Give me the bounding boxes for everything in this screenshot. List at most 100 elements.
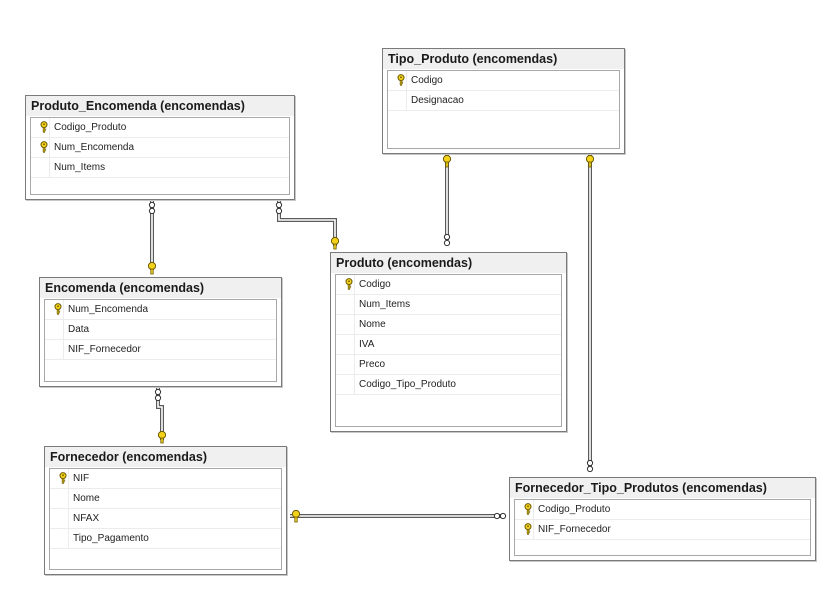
- column-name: NIF: [73, 473, 90, 484]
- cell-divider: [68, 529, 69, 548]
- primary-key-icon: [342, 275, 356, 294]
- column-row[interactable]: Nome: [50, 489, 281, 509]
- cell-divider: [63, 320, 64, 339]
- one-end-key-icon: [585, 154, 595, 168]
- column-name: Codigo: [359, 279, 391, 290]
- column-name: Num_Encomenda: [54, 142, 135, 153]
- column-row[interactable]: Codigo: [336, 275, 561, 295]
- many-end-infinity-icon: [148, 201, 156, 215]
- column-name: Codigo_Produto: [538, 504, 611, 515]
- empty-new-row[interactable]: [515, 540, 810, 559]
- empty-new-row[interactable]: [45, 360, 276, 379]
- column-row[interactable]: Num_Encomenda: [31, 138, 289, 158]
- column-row[interactable]: NFAX: [50, 509, 281, 529]
- primary-key-icon: [521, 520, 535, 539]
- column-row[interactable]: NIF_Fornecedor: [515, 520, 810, 540]
- primary-key-icon: [37, 138, 51, 157]
- many-end-infinity-icon: [443, 233, 451, 247]
- relationship-fornecedor-tipo-produtos-to-fornecedor[interactable]: [290, 509, 507, 523]
- column-name: IVA: [359, 339, 375, 350]
- cell-divider: [354, 315, 355, 334]
- primary-key-icon: [51, 300, 65, 319]
- table-title: Fornecedor_Tipo_Produtos (encomendas): [510, 478, 815, 498]
- cell-divider: [406, 91, 407, 110]
- column-name: Codigo_Tipo_Produto: [359, 379, 456, 390]
- column-row[interactable]: IVA: [336, 335, 561, 355]
- column-row[interactable]: Nome: [336, 315, 561, 335]
- one-end-key-icon: [442, 154, 452, 168]
- table-title: Tipo_Produto (encomendas): [383, 49, 624, 69]
- column-row[interactable]: NIF_Fornecedor: [45, 340, 276, 360]
- cell-divider: [68, 469, 69, 488]
- primary-key-icon: [521, 500, 535, 519]
- one-end-key-icon: [330, 236, 340, 250]
- cell-divider: [406, 71, 407, 90]
- column-name: Num_Items: [359, 299, 411, 310]
- cell-divider: [68, 509, 69, 528]
- column-row[interactable]: Designacao: [388, 91, 619, 111]
- cell-divider: [354, 275, 355, 294]
- relationship-produto-encomenda-to-encomenda[interactable]: [147, 198, 157, 275]
- many-end-infinity-icon: [154, 388, 162, 402]
- cell-divider: [354, 375, 355, 394]
- column-name: Tipo_Pagamento: [73, 533, 149, 544]
- one-end-key-icon: [291, 509, 301, 523]
- one-end-key-icon: [147, 261, 157, 275]
- column-row[interactable]: Data: [45, 320, 276, 340]
- cell-divider: [63, 340, 64, 359]
- column-row[interactable]: Tipo_Pagamento: [50, 529, 281, 549]
- primary-key-icon: [56, 469, 70, 488]
- column-name: Data: [68, 324, 90, 335]
- cell-divider: [63, 300, 64, 319]
- many-end-infinity-icon: [493, 512, 507, 520]
- empty-new-row[interactable]: [336, 395, 561, 414]
- column-name: NIF_Fornecedor: [538, 524, 611, 535]
- cell-divider: [49, 158, 50, 177]
- table-fornecedor-tipo-produtos[interactable]: Fornecedor_Tipo_Produtos (encomendas)Cod…: [509, 477, 816, 561]
- column-row[interactable]: Num_Items: [336, 295, 561, 315]
- column-name: Nome: [359, 319, 386, 330]
- table-produto-encomenda[interactable]: Produto_Encomenda (encomendas)Codigo_Pro…: [25, 95, 295, 200]
- column-row[interactable]: Codigo_Produto: [515, 500, 810, 520]
- relationship-encomenda-to-fornecedor[interactable]: [154, 385, 167, 444]
- relationship-produto-encomenda-to-produto[interactable]: [275, 198, 340, 250]
- cell-divider: [49, 118, 50, 137]
- column-row[interactable]: Codigo_Tipo_Produto: [336, 375, 561, 395]
- column-row[interactable]: Preco: [336, 355, 561, 375]
- cell-divider: [533, 520, 534, 539]
- cell-divider: [533, 500, 534, 519]
- table-title: Produto (encomendas): [331, 253, 566, 273]
- column-row[interactable]: Codigo_Produto: [31, 118, 289, 138]
- column-row[interactable]: Num_Items: [31, 158, 289, 178]
- column-row[interactable]: NIF: [50, 469, 281, 489]
- one-end-key-icon: [157, 430, 167, 444]
- column-name: NFAX: [73, 513, 100, 524]
- column-row[interactable]: Codigo: [388, 71, 619, 91]
- empty-new-row[interactable]: [31, 178, 289, 197]
- empty-new-row[interactable]: [388, 111, 619, 130]
- column-row[interactable]: Num_Encomenda: [45, 300, 276, 320]
- column-name: Codigo_Produto: [54, 122, 127, 133]
- column-name: Designacao: [411, 95, 464, 106]
- column-name: Num_Encomenda: [68, 304, 149, 315]
- relationship-produto-to-tipo-produto[interactable]: [442, 154, 452, 247]
- primary-key-icon: [37, 118, 51, 137]
- primary-key-icon: [394, 71, 408, 90]
- column-name: NIF_Fornecedor: [68, 344, 141, 355]
- many-end-infinity-icon: [586, 459, 594, 473]
- relationship-fornecedor-tipo-produtos-to-tipo-produto[interactable]: [585, 154, 595, 473]
- many-end-infinity-icon: [275, 201, 283, 215]
- cell-divider: [49, 138, 50, 157]
- empty-new-row[interactable]: [50, 549, 281, 568]
